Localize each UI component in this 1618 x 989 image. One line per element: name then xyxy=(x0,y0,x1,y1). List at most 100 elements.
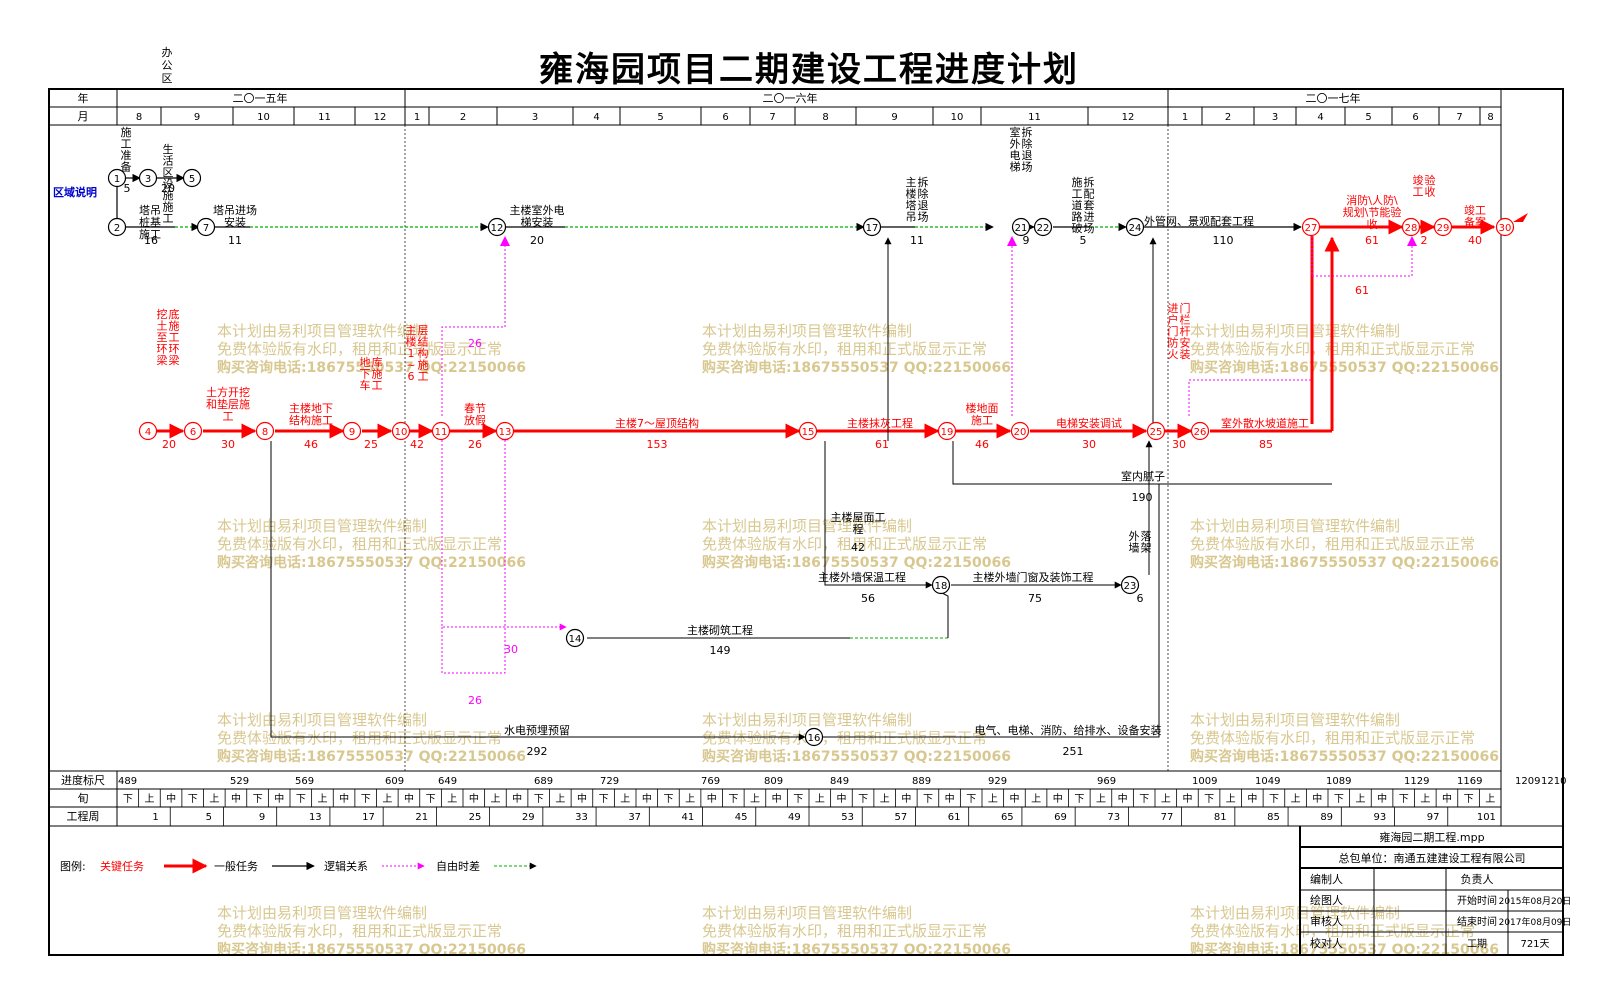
task-label-char: 进 xyxy=(1084,211,1095,224)
task-label: 9 xyxy=(1023,234,1030,247)
watermark-line2: 免费体验版有水印，租用和正式版显示正常 xyxy=(702,729,987,747)
task-label: 26 xyxy=(468,438,482,451)
xun-cell: 下 xyxy=(858,794,868,805)
xun-cell: 下 xyxy=(1139,794,1149,805)
watermark-line1: 本计划由易利项目管理软件编制 xyxy=(217,322,427,340)
watermark-line3: 购买咨询电话:18675550537 QQ:22150066 xyxy=(702,359,1011,376)
node-circle xyxy=(1301,217,1321,237)
week-cell: 1 xyxy=(152,812,158,823)
task-label: 42 xyxy=(410,438,424,451)
task-label-line: 和垫层施 xyxy=(206,397,250,411)
node-number: 10 xyxy=(395,427,408,438)
progress-tick: 1209 xyxy=(1515,776,1540,787)
task-label: 主楼外墙门窗及装饰工程 xyxy=(973,570,1094,584)
task-label-line: 塔吊 xyxy=(139,204,161,217)
task-label-char: 道 xyxy=(1072,198,1083,212)
xun-cell: 中 xyxy=(339,792,349,805)
task-label-char: 区 xyxy=(163,166,174,179)
xun-cell: 下 xyxy=(361,794,371,805)
node-circle xyxy=(1010,421,1030,441)
week-cell: 21 xyxy=(415,812,428,823)
node-circle xyxy=(798,421,818,441)
watermark-line2: 免费体验版有水印，租用和正式版显示正常 xyxy=(217,922,502,940)
page-title: 雍海园项目二期建设工程进度计划 xyxy=(539,50,1079,90)
month-label: 11 xyxy=(318,112,331,123)
watermark-layer: 本计划由易利项目管理软件编制免费体验版有水印，租用和正式版显示正常购买咨询电话:… xyxy=(217,322,1499,958)
task-label-char: 土 xyxy=(157,320,168,333)
task-label-char: 场 xyxy=(1022,160,1033,174)
xun-cell: 上 xyxy=(1355,793,1365,805)
node-number: 7 xyxy=(203,223,209,234)
progress-tick: 569 xyxy=(295,776,314,787)
task-label-line: 主楼室外电 xyxy=(510,203,565,217)
task-label-char: 防 xyxy=(1168,336,1179,350)
task-label-char: 外 xyxy=(1129,530,1140,543)
task-label: 61 xyxy=(1365,234,1379,247)
node-circle xyxy=(182,168,202,188)
task-label-char: 电 xyxy=(1010,149,1021,162)
watermark-line1: 本计划由易利项目管理软件编制 xyxy=(1190,517,1400,535)
task-label-char: 工 xyxy=(1413,186,1424,199)
task-label-char: 施 xyxy=(121,126,132,139)
schedule-frame xyxy=(48,88,1564,956)
task-label-char: 环 xyxy=(169,343,180,356)
week-cell: 69 xyxy=(1054,812,1067,823)
node-number: 13 xyxy=(499,427,512,438)
task-label: 292 xyxy=(527,745,548,758)
xun-label: 旬 xyxy=(78,792,89,805)
task-label: 6 xyxy=(1137,592,1144,605)
progress-tick: 729 xyxy=(600,776,619,787)
task-label: 外管网、景观配套工程 xyxy=(1144,214,1254,228)
watermark-line3: 购买咨询电话:18675550537 QQ:22150066 xyxy=(217,359,526,376)
region-note: 区域说明 xyxy=(53,185,97,199)
progress-tick: 1009 xyxy=(1192,776,1217,787)
row-top-tasks xyxy=(116,173,1302,232)
xun-cell: 中 xyxy=(1053,792,1063,805)
task-label-char: 架 xyxy=(1141,542,1152,555)
task-label-char: 吊 xyxy=(906,211,917,224)
office-area-char: 区 xyxy=(162,72,173,85)
watermark-line2: 免费体验版有水印，租用和正式版显示正常 xyxy=(217,340,502,358)
node-circle xyxy=(931,575,951,595)
task-label-char: 工 xyxy=(1072,188,1083,201)
task-label: 46 xyxy=(975,438,989,451)
info-drawer: 绘图人 xyxy=(1310,893,1343,907)
task-label-char: 挖 xyxy=(157,307,168,321)
xun-cell: 上 xyxy=(988,793,998,805)
progress-tick: 649 xyxy=(438,776,457,787)
week-cell: 25 xyxy=(469,812,482,823)
xun-cell: 上 xyxy=(880,793,890,805)
task-label-char: 工 xyxy=(121,138,132,151)
month-label: 10 xyxy=(257,112,270,123)
progress-tick: 529 xyxy=(230,776,249,787)
xun-cell: 下 xyxy=(123,794,133,805)
month-label: 6 xyxy=(722,112,728,123)
task-label: 30 xyxy=(221,438,235,451)
node-number: 19 xyxy=(941,427,954,438)
task-label: 26 xyxy=(468,694,482,707)
task-label: 主楼外墙保温工程 xyxy=(818,570,906,584)
legend-logic: 逻辑关系 xyxy=(324,859,368,873)
xun-cell: 下 xyxy=(1334,794,1344,805)
task-label: 电梯安装调试 xyxy=(1056,416,1122,430)
info-end-label: 结束时间 xyxy=(1457,915,1497,928)
month-label: 7 xyxy=(1456,112,1462,123)
xun-cell: 上 xyxy=(750,793,760,805)
year-2017: 二〇一七年 xyxy=(1306,91,1361,105)
node-circle xyxy=(862,217,882,237)
task-label-line: 塔吊进场 xyxy=(213,203,257,217)
task-label-char: 梁 xyxy=(169,353,180,367)
info-start: 2015年08月20日 xyxy=(1499,895,1572,907)
xun-cell: 上 xyxy=(815,793,825,805)
week-cell: 5 xyxy=(206,812,212,823)
xun-cell: 上 xyxy=(1226,793,1236,805)
task-label: 2 xyxy=(1421,234,1428,247)
task-label: 190 xyxy=(1132,491,1153,504)
watermark-line2: 免费体验版有水印，租用和正式版显示正常 xyxy=(217,535,502,553)
task-label: 16 xyxy=(144,234,158,247)
node-number: 3 xyxy=(145,174,151,185)
